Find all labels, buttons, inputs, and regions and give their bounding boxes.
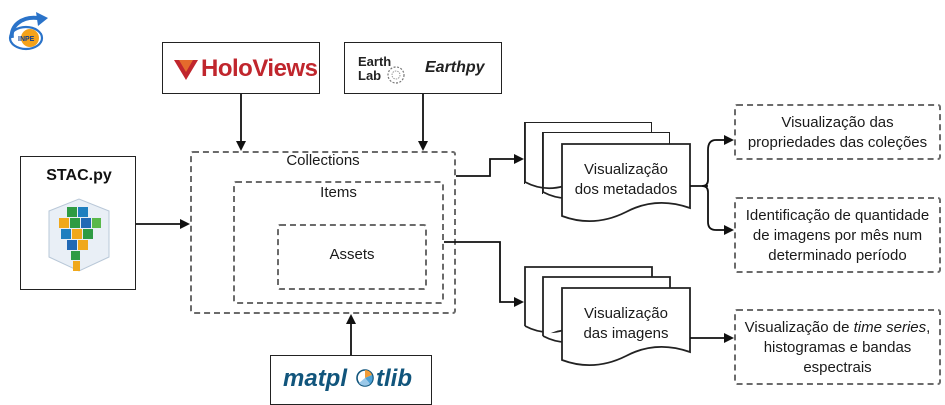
output-box-time-series-line2: histogramas e bandas [763, 339, 912, 356]
time-series-prefix: Visualização de [744, 319, 854, 336]
time-series-suffix: , [926, 319, 931, 336]
output-box-image-count-line2: de imagens por mês num [752, 227, 923, 244]
stacpy-title: STAC.py [46, 167, 112, 184]
inpe-logo-text: INPE [18, 36, 35, 43]
matplotlib-o-icon [356, 369, 374, 387]
collections-box [190, 151, 456, 314]
items-label: Items [320, 184, 357, 201]
matplotlib-label-part1: matpl [283, 365, 348, 392]
assets-label: Assets [329, 246, 375, 263]
imagens-line1: Visualização [584, 305, 668, 322]
earthlab-globe-icon [387, 66, 405, 84]
earthpy-box: Earth Lab Earthpy [344, 42, 502, 94]
matplotlib-label-part2: tlib [376, 365, 412, 392]
time-series-italic: time series [853, 319, 927, 336]
output-box-properties [734, 104, 941, 160]
metadados-line2: dos metadados [574, 181, 678, 198]
imagens-line2: das imagens [583, 325, 669, 342]
matplotlib-box: matpl tlib [270, 355, 432, 405]
stacpy-box: STAC.py [20, 156, 136, 290]
arrow-collections-to-metadados [456, 154, 524, 177]
output-box-time-series-line1: Visualização de time series, [734, 318, 941, 338]
earthlab-line1: Earth [358, 54, 392, 69]
earthpy-label: Earthpy [425, 59, 485, 76]
collections-label: Collections [286, 152, 360, 169]
holoviews-box: HoloViews [162, 42, 320, 94]
arrow-assets-to-imagens [444, 241, 524, 307]
inpe-logo-icon: INPE [8, 12, 48, 51]
imagens-doc-pages [524, 266, 691, 367]
items-box [233, 181, 444, 304]
metadados-doc-stack: Visualização dos metadados [524, 122, 698, 232]
assets-box [277, 224, 427, 290]
inpe-logo: INPE [4, 8, 52, 54]
stacpy-cube-icon [48, 198, 110, 272]
output-box-properties-line1: Visualização das [781, 114, 894, 131]
imagens-doc-stack: Visualização das imagens [524, 266, 698, 376]
output-box-time-series [734, 309, 941, 385]
output-box-properties-line2: propriedades das coleções [747, 134, 928, 151]
metadados-line1: Visualização [584, 161, 668, 178]
output-box-time-series-line3: espectrais [803, 359, 872, 376]
brace-metadados [701, 139, 717, 231]
earthlab-line2: Lab [358, 68, 382, 83]
output-box-image-count-line3: determinado período [768, 247, 907, 264]
holoviews-icon [174, 60, 198, 80]
output-box-image-count [734, 197, 941, 273]
output-box-image-count-line1: Identificação de quantidade [745, 207, 930, 224]
holoviews-label: HoloViews [201, 55, 318, 82]
metadados-doc-wave [524, 123, 691, 223]
